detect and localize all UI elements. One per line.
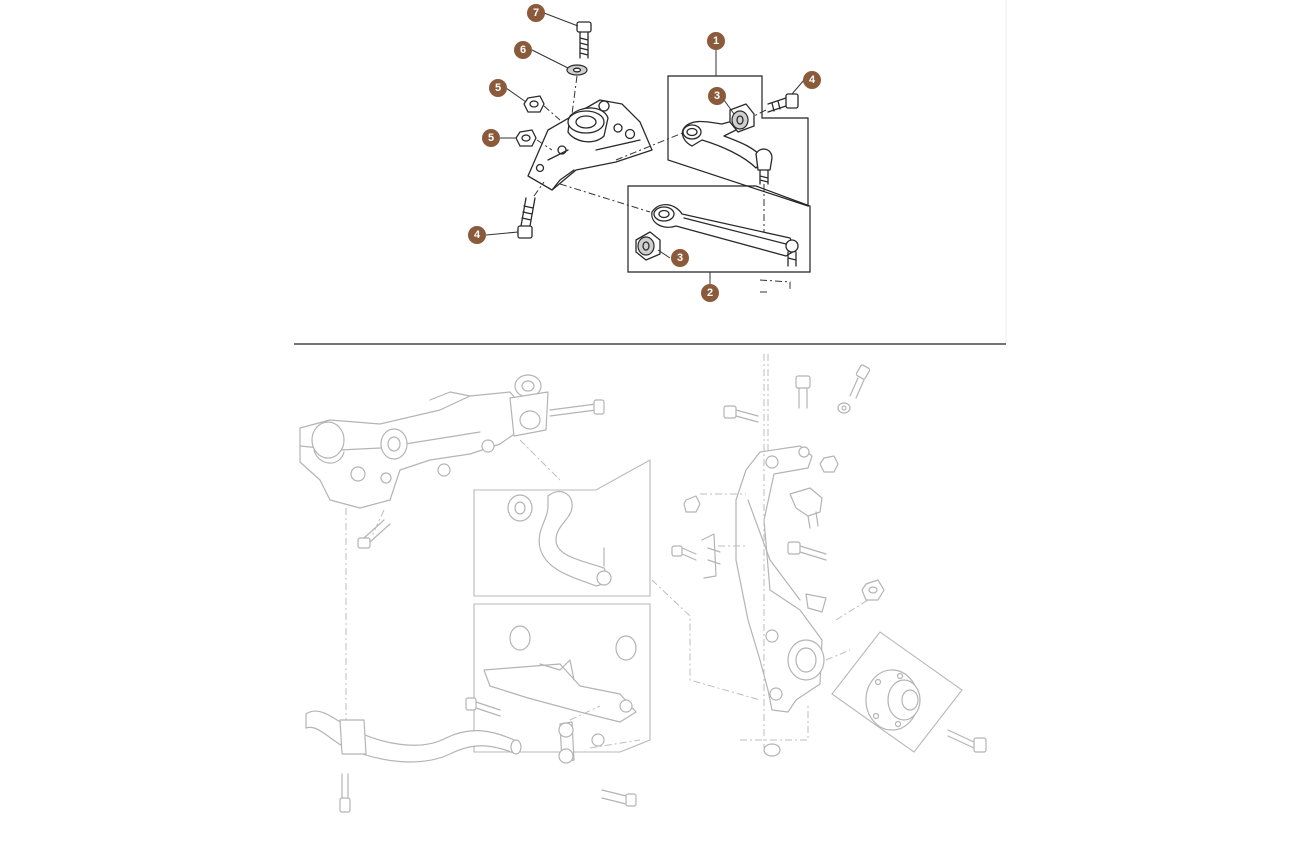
knuckle-nut-top bbox=[819, 455, 839, 473]
nut-5-lower bbox=[515, 129, 537, 147]
callout-7-label: 7 bbox=[533, 7, 539, 19]
subframe-bolt-right bbox=[549, 399, 605, 417]
knuckle-bolt-top-right bbox=[849, 364, 871, 399]
callouts: 7 6 5 5 4 1 3 bbox=[468, 4, 821, 302]
bush-3-lower bbox=[635, 231, 661, 261]
ball-joint-stud bbox=[789, 487, 823, 529]
knuckle-bolt-top bbox=[795, 375, 811, 409]
steering-knuckle bbox=[735, 445, 827, 713]
callout-2-label: 2 bbox=[707, 287, 713, 299]
callout-5-lower-label: 5 bbox=[488, 132, 494, 144]
wheel-hub bbox=[865, 669, 921, 731]
drop-link-bolt bbox=[601, 789, 637, 807]
subframe-bolt-lower bbox=[357, 519, 391, 549]
overview-lower-arm-frame bbox=[473, 603, 651, 753]
overview-lower-arm bbox=[483, 625, 637, 723]
drop-link bbox=[558, 721, 605, 764]
callout-4-right: 4 bbox=[803, 71, 821, 89]
callout-5-upper: 5 bbox=[489, 79, 507, 97]
overview-view bbox=[299, 354, 987, 813]
bracket-bolt-small bbox=[671, 545, 697, 561]
knuckle-washer bbox=[837, 402, 851, 414]
callout-1: 1 bbox=[707, 32, 725, 50]
anti-roll-bar-bolt bbox=[339, 773, 351, 813]
knuckle-nut-right bbox=[861, 579, 885, 601]
knuckle-nut-bottom bbox=[763, 743, 781, 757]
bolt-4-lower bbox=[517, 197, 536, 239]
callout-6: 6 bbox=[514, 41, 532, 59]
callout-4-lower-label: 4 bbox=[474, 229, 481, 241]
lower-arm-frame bbox=[627, 185, 811, 273]
callout-2: 2 bbox=[701, 284, 719, 302]
lower-arm-2 bbox=[651, 204, 799, 267]
callout-4-lower: 4 bbox=[468, 226, 486, 244]
hub-frame bbox=[831, 631, 963, 753]
anti-roll-bar bbox=[305, 710, 522, 763]
washer-6 bbox=[566, 64, 588, 76]
bracket-nut-small bbox=[683, 495, 701, 513]
bush-3-upper bbox=[729, 103, 755, 133]
hub-bolt bbox=[947, 729, 987, 753]
callout-6-label: 6 bbox=[520, 44, 526, 56]
detail-view: 7 6 5 5 4 1 3 bbox=[468, 4, 821, 302]
callout-3-lower: 3 bbox=[671, 249, 689, 267]
callout-4-right-label: 4 bbox=[809, 74, 816, 86]
subframe bbox=[299, 374, 549, 509]
bolt-7 bbox=[576, 21, 592, 59]
callout-5-lower: 5 bbox=[482, 129, 500, 147]
knuckle-bolt-mid bbox=[787, 541, 827, 561]
callout-3-upper: 3 bbox=[708, 87, 726, 105]
callout-1-label: 1 bbox=[713, 35, 719, 47]
abs-sensor-bracket bbox=[701, 533, 721, 579]
callout-7: 7 bbox=[527, 4, 545, 22]
callout-3-upper-label: 3 bbox=[714, 90, 720, 102]
bolt-4-right bbox=[767, 93, 799, 113]
callout-leaders bbox=[485, 12, 805, 284]
knuckle-bolt-top-left bbox=[723, 405, 759, 423]
upper-arm-frame bbox=[667, 75, 809, 207]
upper-arm-1 bbox=[681, 119, 773, 185]
callout-3-lower-label: 3 bbox=[677, 252, 683, 264]
callout-5-upper-label: 5 bbox=[495, 82, 501, 94]
overview-upper-arm-frame bbox=[473, 459, 651, 597]
overview-lower-bolt bbox=[465, 697, 501, 717]
overview-upper-arm bbox=[507, 491, 612, 587]
upper-mount-bracket bbox=[527, 99, 653, 191]
nut-5-upper bbox=[523, 95, 545, 113]
